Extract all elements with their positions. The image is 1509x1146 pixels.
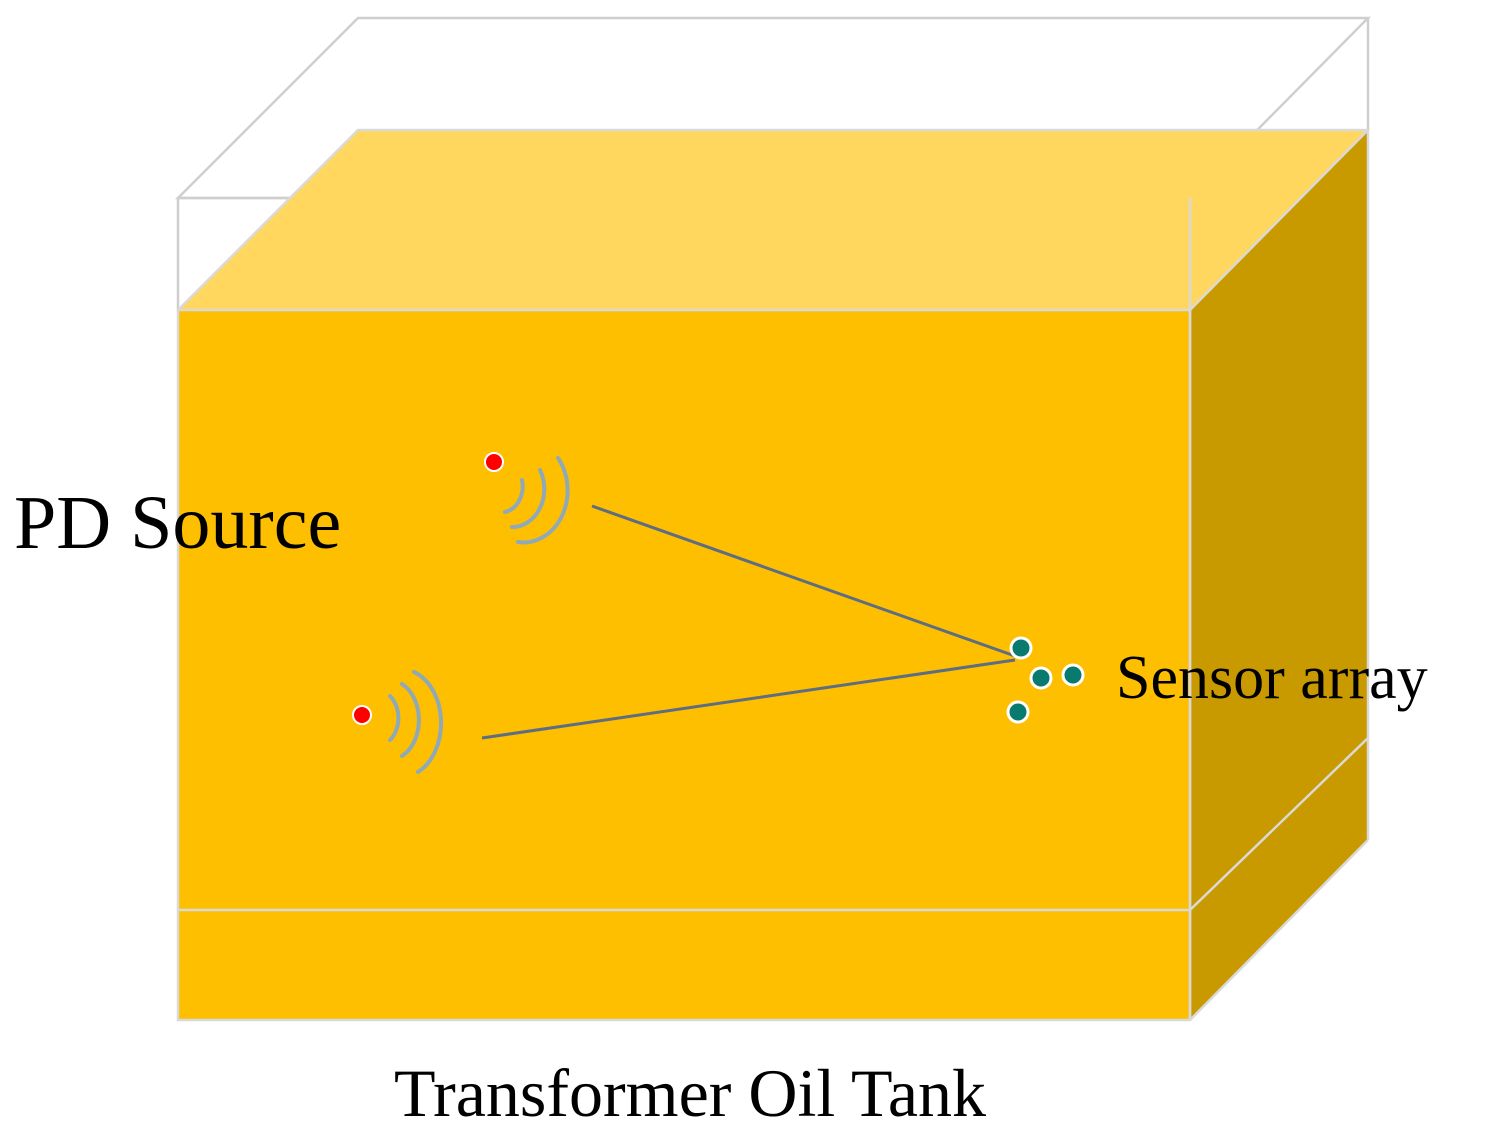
sensor-dot	[1009, 636, 1033, 660]
pd-source-1	[484, 452, 570, 545]
oil-top-surface	[178, 130, 1368, 310]
sensor-dot	[1061, 663, 1085, 687]
acoustic-wave-icon	[388, 670, 444, 774]
tank-edges	[176, 128, 1370, 1022]
signal-path-1	[591, 504, 1016, 658]
pd-source-2	[352, 670, 444, 774]
oil-volume	[178, 130, 1368, 1020]
oil-top-back-edge	[177, 128, 1368, 311]
tank-bottom-side-edge	[1189, 839, 1369, 1021]
pd-source-dot	[352, 705, 372, 725]
acoustic-wave-icon	[503, 456, 570, 545]
sensor-array	[1006, 636, 1085, 724]
pd-source-label: PD Source	[14, 481, 341, 565]
signal-path-2	[481, 658, 1016, 740]
signal-paths	[481, 504, 1016, 740]
tank-front-outline	[176, 308, 1192, 1022]
tank-frame-right-top-edge	[1189, 129, 1369, 311]
sensor-dot	[1029, 666, 1053, 690]
tank-base-divider-side	[1189, 737, 1369, 911]
sensor-array-label: Sensor array	[1116, 644, 1428, 712]
pd-source-dot	[484, 452, 504, 472]
tank-label: Transformer Oil Tank	[394, 1055, 986, 1131]
oil-front-face	[178, 310, 1190, 1020]
sensor-dot	[1006, 700, 1030, 724]
oil-side-face	[1190, 130, 1368, 1020]
